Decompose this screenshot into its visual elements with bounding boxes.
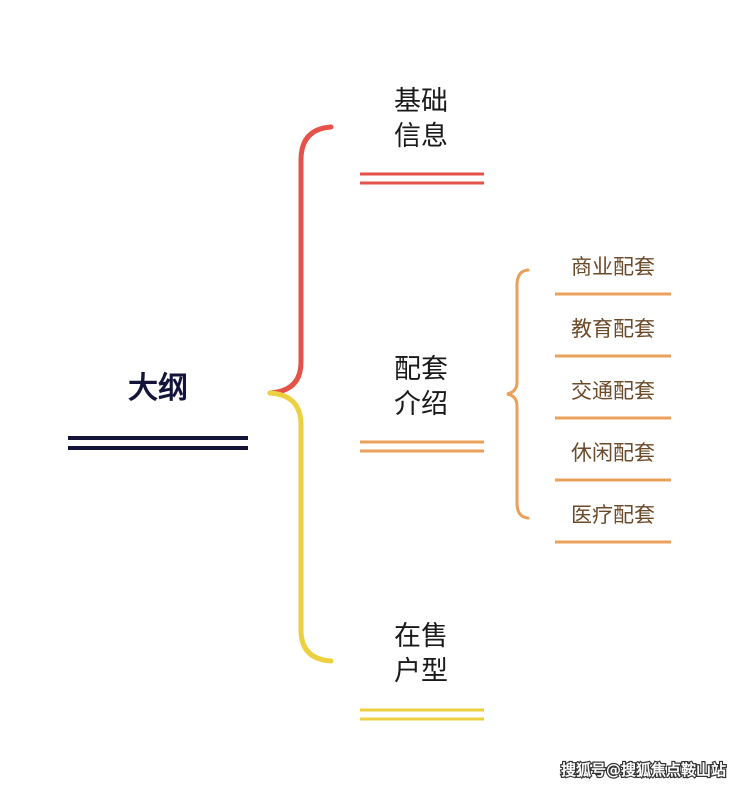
yellow-brace <box>267 390 334 664</box>
sub-item-medical: 医疗配套 <box>555 503 671 544</box>
sub-item-label: 医疗配套 <box>571 503 655 527</box>
branch-label-line1: 配套 <box>394 354 448 385</box>
watermark: 搜狐号@搜狐焦点鞍山站 <box>561 761 726 779</box>
red-brace <box>267 124 334 396</box>
branch-label-line2: 户型 <box>394 656 448 687</box>
branch-label-line2: 介绍 <box>394 389 448 420</box>
sub-item-label: 商业配套 <box>571 255 655 279</box>
branch-label-line2: 信息 <box>394 121 448 152</box>
sub-item-label: 交通配套 <box>571 379 655 403</box>
branch-label-line1: 基础 <box>394 86 448 117</box>
root-label: 大纲 <box>128 371 188 406</box>
branch-underline <box>360 708 484 721</box>
sub-item-label: 教育配套 <box>571 317 655 341</box>
branch-underline <box>360 440 484 453</box>
branch-units-on-sale: 在售 户型 <box>360 621 484 721</box>
sub-item-leisure: 休闲配套 <box>555 441 671 482</box>
branch-underline <box>360 172 484 185</box>
branch-facilities: 配套 介绍 <box>360 354 484 453</box>
sub-item-label: 休闲配套 <box>571 441 655 465</box>
root-underline <box>68 436 248 450</box>
orange-brace <box>506 268 530 520</box>
sub-item-commercial: 商业配套 <box>555 255 671 296</box>
sub-item-transport: 交通配套 <box>555 379 671 420</box>
branch-label-line1: 在售 <box>394 621 448 652</box>
sub-item-education: 教育配套 <box>555 317 671 358</box>
branch-basic-info: 基础 信息 <box>360 86 484 185</box>
